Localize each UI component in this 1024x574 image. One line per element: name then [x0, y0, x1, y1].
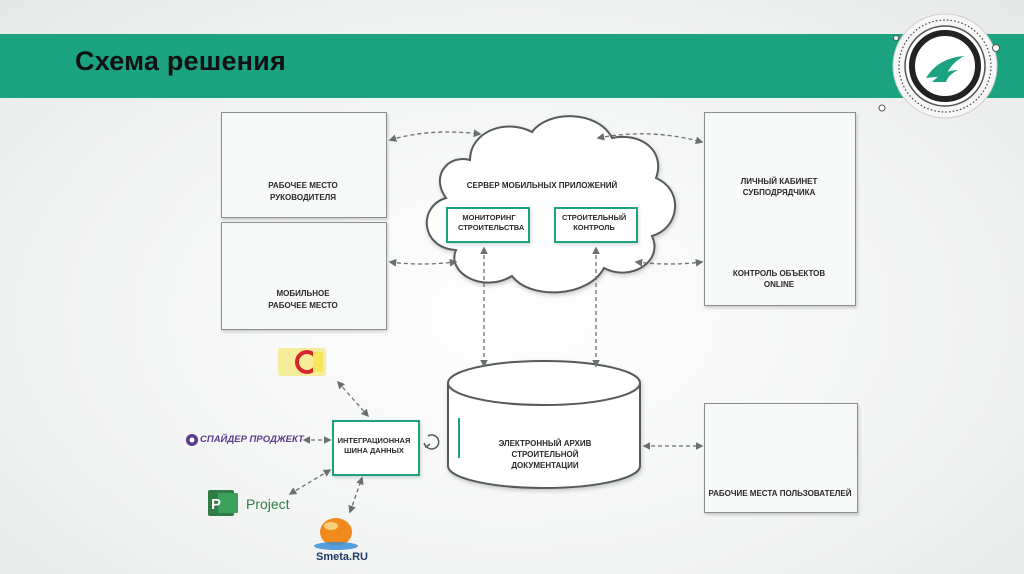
arrow-mobile-cloud — [388, 258, 458, 267]
control-module-label: Строительный контроль — [562, 213, 627, 232]
mobile-workplace-subtitle: рабочее место — [268, 301, 338, 310]
arrow-1c-bus — [336, 380, 370, 418]
spider-project-label: Спайдер Проджект — [200, 434, 304, 445]
arrow-cloud-subcontractor — [596, 132, 704, 145]
spider-project-icon — [186, 434, 198, 446]
ms-project-icon: P — [208, 490, 238, 516]
user-workplaces-box — [704, 403, 858, 513]
manager-workplace-title: Рабочее место — [268, 181, 338, 190]
slide-title: Схема решения — [75, 46, 286, 76]
objects-control-title: Контроль объектов — [732, 269, 826, 278]
arrow-smeta-bus — [348, 476, 364, 514]
integration-bus-box — [332, 420, 420, 476]
company-logo — [878, 13, 1000, 119]
title-bar — [0, 34, 1024, 98]
monitoring-module-box — [446, 207, 530, 243]
cloud-shape — [425, 115, 676, 294]
archive-cylinder — [447, 360, 641, 489]
subcontractor-objects-box — [704, 112, 856, 306]
subcontractor-cabinet-title: Личный кабинет — [740, 177, 818, 186]
smeta-ball-icon — [314, 518, 358, 550]
user-workplaces-label: Рабочие места пользователей — [708, 489, 852, 498]
arrow-project-bus — [288, 469, 332, 495]
manager-workplace-subtitle: руководителя — [269, 193, 337, 202]
archive-label: Электронный архив строительной документа… — [498, 439, 592, 470]
control-module-box — [554, 207, 638, 243]
ms-project-label: Project — [246, 496, 290, 512]
cloud-title: Сервер мобильных приложений — [466, 181, 618, 190]
mobile-workplace-title: Мобильное — [276, 289, 330, 298]
monitoring-module-label: Мониторинг строительства — [458, 213, 525, 232]
smeta-label: Smeta.RU — [316, 551, 368, 563]
objects-control-subtitle: online — [763, 280, 795, 289]
mobile-workplace-box — [221, 222, 387, 330]
svg-text:P: P — [211, 496, 221, 513]
manager-workplace-box — [221, 112, 387, 218]
onec-logo-icon — [278, 348, 326, 376]
subcontractor-cabinet-subtitle: субподрядчика — [742, 188, 816, 197]
integration-bus-label: Интеграционная шина данных — [337, 436, 411, 455]
sync-icon — [423, 434, 440, 450]
arrow-manager-cloud — [388, 129, 482, 142]
